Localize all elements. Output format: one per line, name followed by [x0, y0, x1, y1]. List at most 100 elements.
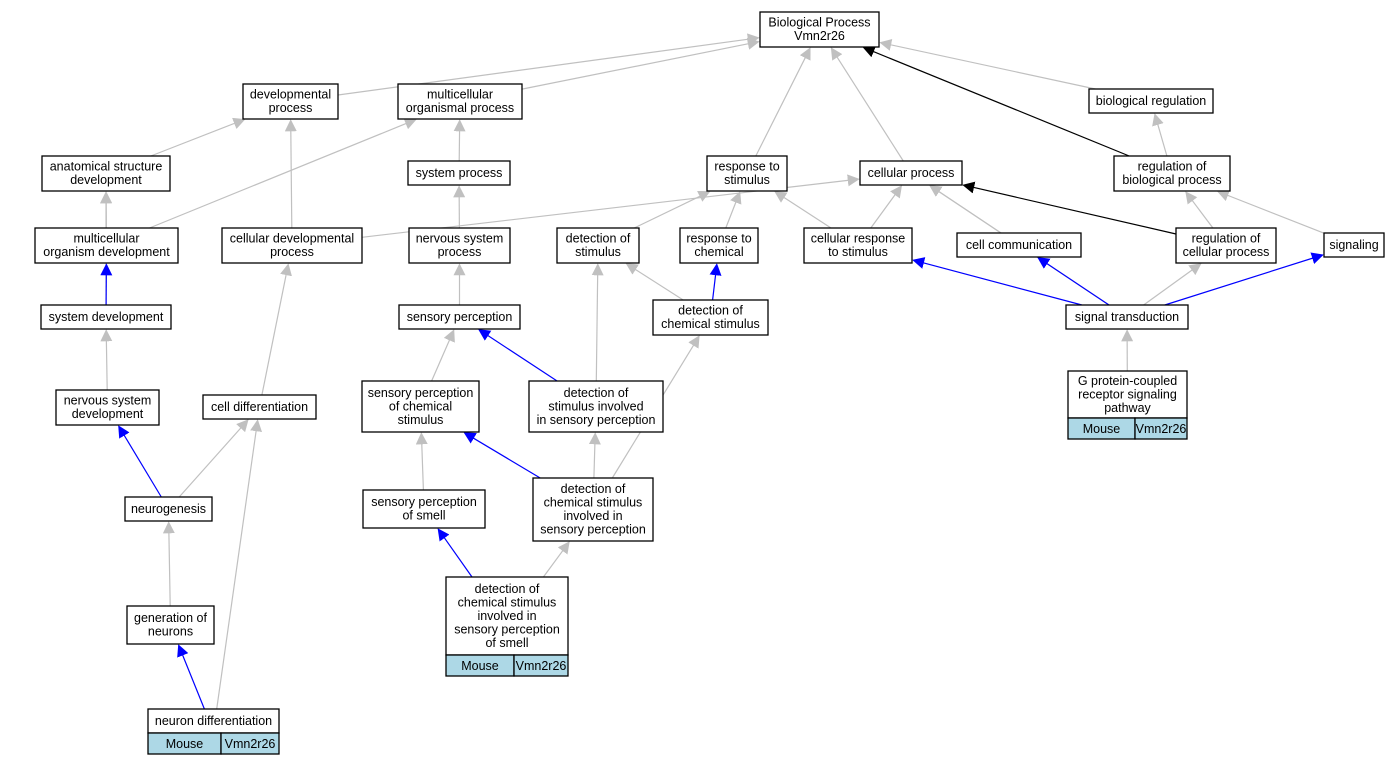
edge-multproc-to-bp — [521, 37, 760, 90]
node-label-line: cell communication — [966, 238, 1072, 252]
node-label-line: stimulus involved — [548, 399, 643, 413]
tag-cell — [220, 732, 280, 755]
node-label-line: to stimulus — [828, 245, 888, 259]
go-term-node-bioreg[interactable]: biological regulation — [1088, 88, 1214, 114]
go-term-node-neurogen[interactable]: neurogenesis — [124, 496, 213, 522]
node-label-line: process — [270, 245, 314, 259]
go-term-node-sensperc[interactable]: sensory perception — [398, 304, 521, 330]
node-label-line: cellular process — [868, 166, 955, 180]
go-term-node-celldiff[interactable]: cell differentiation — [202, 394, 317, 420]
node-label-line: process — [269, 101, 313, 115]
node-box — [242, 83, 339, 120]
node-label-line: anatomical structure — [50, 160, 163, 174]
node-label-line: organism development — [43, 245, 170, 259]
edge-detstim-to-respstim — [633, 190, 711, 229]
edge-detchem-to-detstim — [625, 263, 684, 301]
node-label-line: Vmn2r26 — [794, 29, 845, 43]
go-term-node-cellproc[interactable]: cellular process — [859, 160, 963, 186]
node-label-line: development — [70, 173, 142, 187]
go-term-node-sigtrans[interactable]: signal transduction — [1065, 304, 1189, 330]
node-label-line: sensory perception — [371, 495, 477, 509]
node-label-line: process — [438, 245, 482, 259]
gene-tag: Vmn2r26 — [516, 659, 567, 673]
edge-bioreg-to-bp — [879, 39, 1096, 90]
edge-detsmell-to-spsmell — [437, 528, 473, 578]
go-term-node-sysproc[interactable]: system process — [407, 160, 511, 186]
node-label-line: system development — [49, 310, 164, 324]
node-box — [361, 380, 480, 433]
node-box — [528, 380, 664, 433]
node-box — [803, 227, 913, 264]
edge-regcell-to-regbio — [1185, 191, 1214, 229]
node-label-line: detection of — [564, 386, 629, 400]
go-term-node-sysdev[interactable]: system development — [40, 304, 172, 330]
node-label-line: development — [72, 407, 144, 421]
node-box — [398, 304, 521, 330]
node-box — [1113, 155, 1231, 192]
edge-cellproc-to-bp — [830, 47, 904, 162]
edge-spchem-to-sensperc — [431, 329, 455, 382]
edge-regbio-to-bioreg — [1152, 113, 1168, 157]
edge-signaling-to-regbio — [1216, 189, 1325, 234]
edge-celldiff-to-celldevproc — [261, 263, 292, 396]
node-label-line: response to — [686, 232, 751, 246]
edge-regbio-to-bp — [862, 46, 1130, 157]
node-box — [1323, 232, 1385, 258]
node-label-line: organismal process — [406, 101, 514, 115]
node-label-line: system process — [416, 166, 503, 180]
node-label-line: sensory perception — [407, 310, 513, 324]
node-label-line: Biological Process — [768, 16, 870, 30]
node-label-line: of chemical — [389, 399, 452, 413]
node-box — [1065, 304, 1189, 330]
go-term-node-signaling[interactable]: signaling — [1323, 232, 1385, 258]
edge-neurogen-to-celldiff — [178, 419, 249, 498]
node-label-line: involved in — [563, 509, 622, 523]
node-label-line: signal transduction — [1075, 310, 1179, 324]
node-label-line: generation of — [134, 611, 208, 625]
node-box — [126, 605, 215, 645]
node-box — [202, 394, 317, 420]
node-label-line: nervous system — [64, 394, 152, 408]
edge-detchemsens-to-detsens — [588, 432, 601, 479]
node-label-line: multicellular — [74, 232, 140, 246]
node-label-line: regulation of — [1192, 232, 1261, 246]
node-label-line: regulation of — [1138, 160, 1207, 174]
species-tag: Mouse — [1083, 422, 1121, 436]
node-label-line: detection of — [678, 304, 743, 318]
go-term-node-cellcomm[interactable]: cell communication — [956, 232, 1082, 258]
edge-spsmell-to-spchem — [415, 432, 428, 491]
node-label-line: nervous system — [416, 232, 504, 246]
tag-cell — [1134, 417, 1188, 440]
node-box — [40, 304, 172, 330]
edge-neurogen-to-nervdev — [118, 425, 162, 498]
edge-cellresp-to-respstim — [774, 191, 832, 229]
node-label-line: detection of — [561, 482, 626, 496]
node-label-line: chemical stimulus — [458, 595, 557, 609]
edge-respchem-to-respstim — [725, 191, 742, 229]
node-box — [859, 160, 963, 186]
node-label-line: chemical stimulus — [661, 317, 760, 331]
